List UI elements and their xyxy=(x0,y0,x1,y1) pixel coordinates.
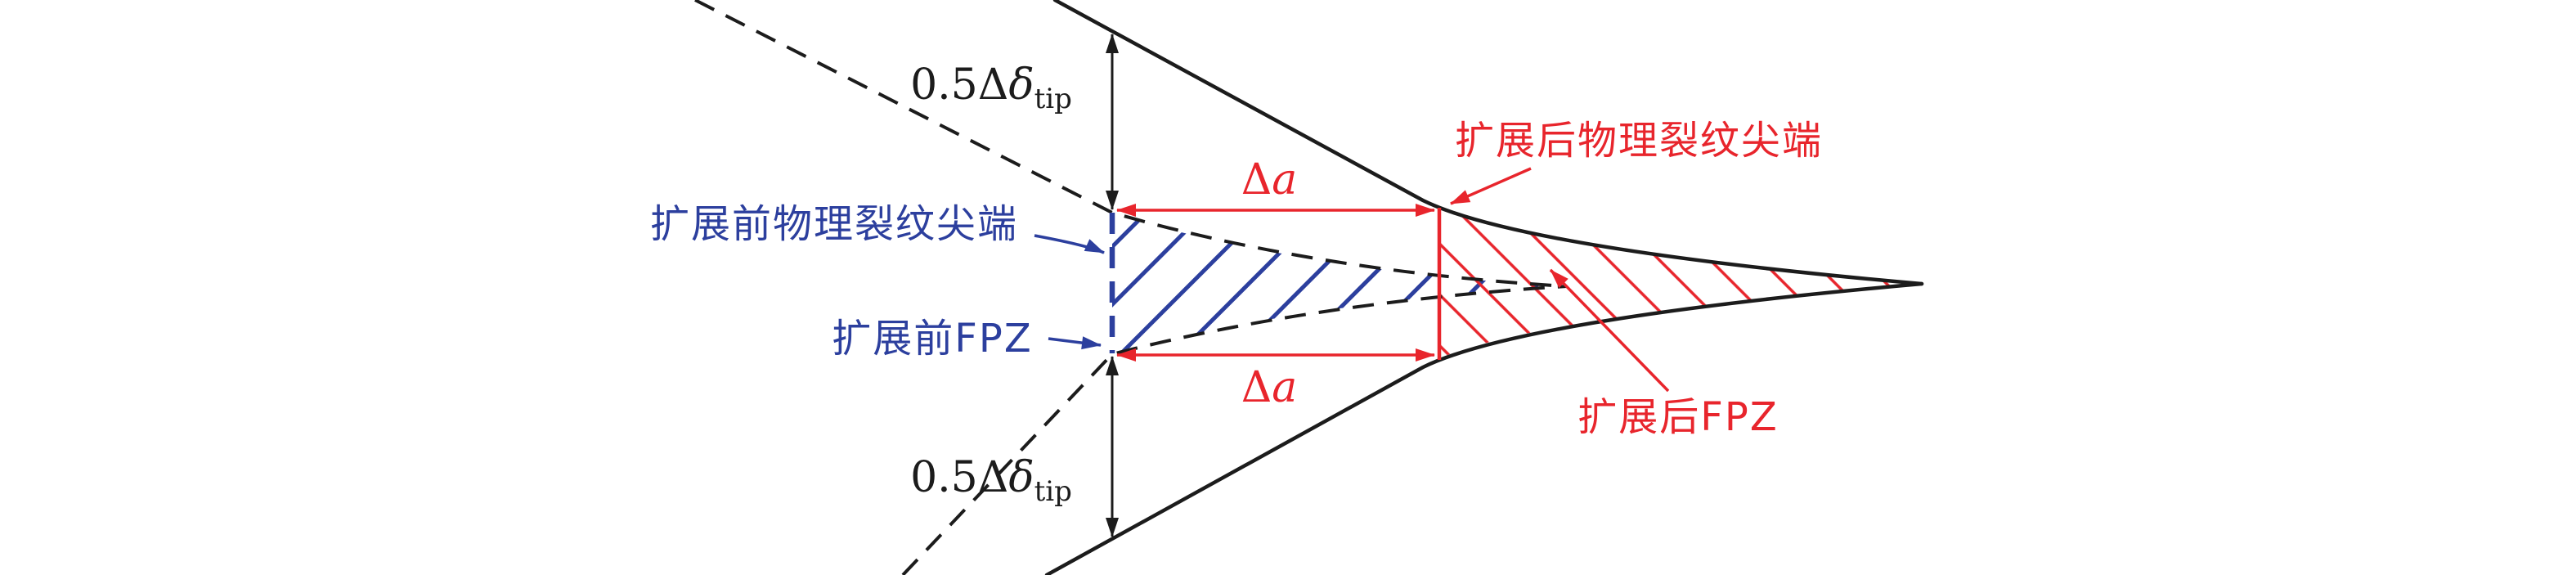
delta-symbol: δ xyxy=(1008,452,1034,502)
delta-symbol: Δ xyxy=(1241,363,1272,412)
half-delta-prefix: 0.5Δ xyxy=(910,60,1009,110)
tip-subscript: tip xyxy=(1034,83,1072,116)
delta-symbol: Δ xyxy=(1241,155,1272,204)
pre-fpz-pointer-arrow xyxy=(1048,336,1102,350)
pre-crack-tip-label: 扩展前物理裂纹尖端 xyxy=(649,201,1019,247)
half-delta-tip-label-top: 0.5Δδtip xyxy=(910,64,1072,113)
post-fpz-pointer-arrow xyxy=(1549,268,1670,393)
a-variable: a xyxy=(1272,155,1298,204)
half-delta-prefix: 0.5Δ xyxy=(910,452,1009,502)
delta-a-label-bottom: Δa xyxy=(1241,366,1298,409)
lower-pre-crack-profile-dashed-line xyxy=(901,285,1568,575)
tip-subscript: tip xyxy=(1034,475,1072,509)
pre-fpz-hatch-region xyxy=(1112,214,1564,353)
post-crack-tip-pointer-arrow xyxy=(1450,167,1532,205)
upper-crack-face-line xyxy=(1052,0,1924,286)
delta-a-label-top: Δa xyxy=(1241,159,1298,201)
pre-crack-tip-pointer-arrow xyxy=(1034,234,1105,254)
delta-symbol: δ xyxy=(1008,60,1034,110)
pre-fpz-label: 扩展前FPZ xyxy=(832,316,1033,362)
post-crack-tip-label: 扩展后物理裂纹尖端 xyxy=(1454,118,1824,164)
lower-crack-face-line xyxy=(1044,281,1924,575)
post-fpz-hatch-region xyxy=(1439,209,1920,358)
post-fpz-label: 扩展后FPZ xyxy=(1577,394,1779,440)
a-variable: a xyxy=(1272,363,1298,412)
half-delta-tip-label-bottom: 0.5Δδtip xyxy=(910,456,1072,505)
